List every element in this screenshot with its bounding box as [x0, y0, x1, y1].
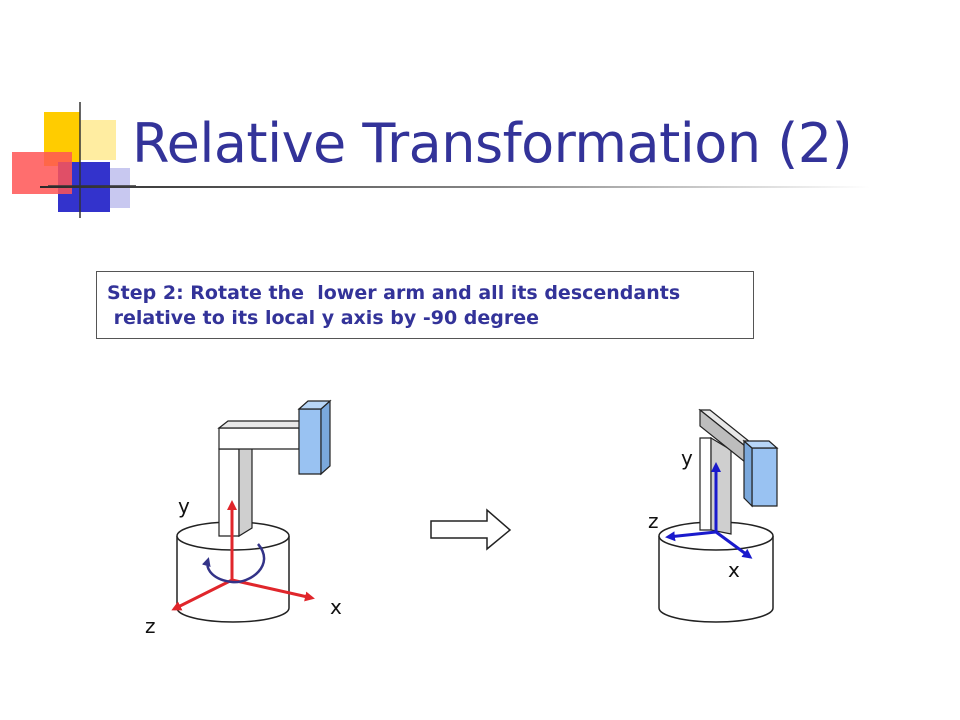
robot-after: y z x [648, 408, 779, 623]
x-axis-arrow [715, 530, 753, 559]
x-axis-arrow [231, 578, 315, 602]
x-axis-label: x [330, 595, 342, 619]
x-axis-label: x [728, 558, 740, 582]
z-axis-arrow [171, 578, 233, 611]
robot-before: y x z [145, 399, 342, 638]
z-axis-label: z [648, 509, 659, 533]
y-axis-label: y [681, 446, 693, 470]
step-instruction-box: Step 2: Rotate the lower arm and all its… [96, 271, 754, 339]
y-axis-label: y [178, 494, 190, 518]
z-axis-label: z [145, 614, 156, 638]
gripper-block [297, 399, 332, 476]
gripper-block [742, 439, 779, 508]
z-axis-arrow [665, 530, 717, 542]
title-underline [40, 186, 870, 188]
step-line-2: relative to its local y axis by -90 degr… [107, 307, 540, 329]
slide-title: Relative Transformation (2) [132, 112, 853, 175]
lower-arm [218, 438, 253, 538]
transition-arrow [430, 508, 512, 551]
step-line-1: Step 2: Rotate the lower arm and all its… [107, 282, 681, 304]
rotation-arrow [201, 543, 266, 584]
upper-arm [217, 420, 310, 450]
